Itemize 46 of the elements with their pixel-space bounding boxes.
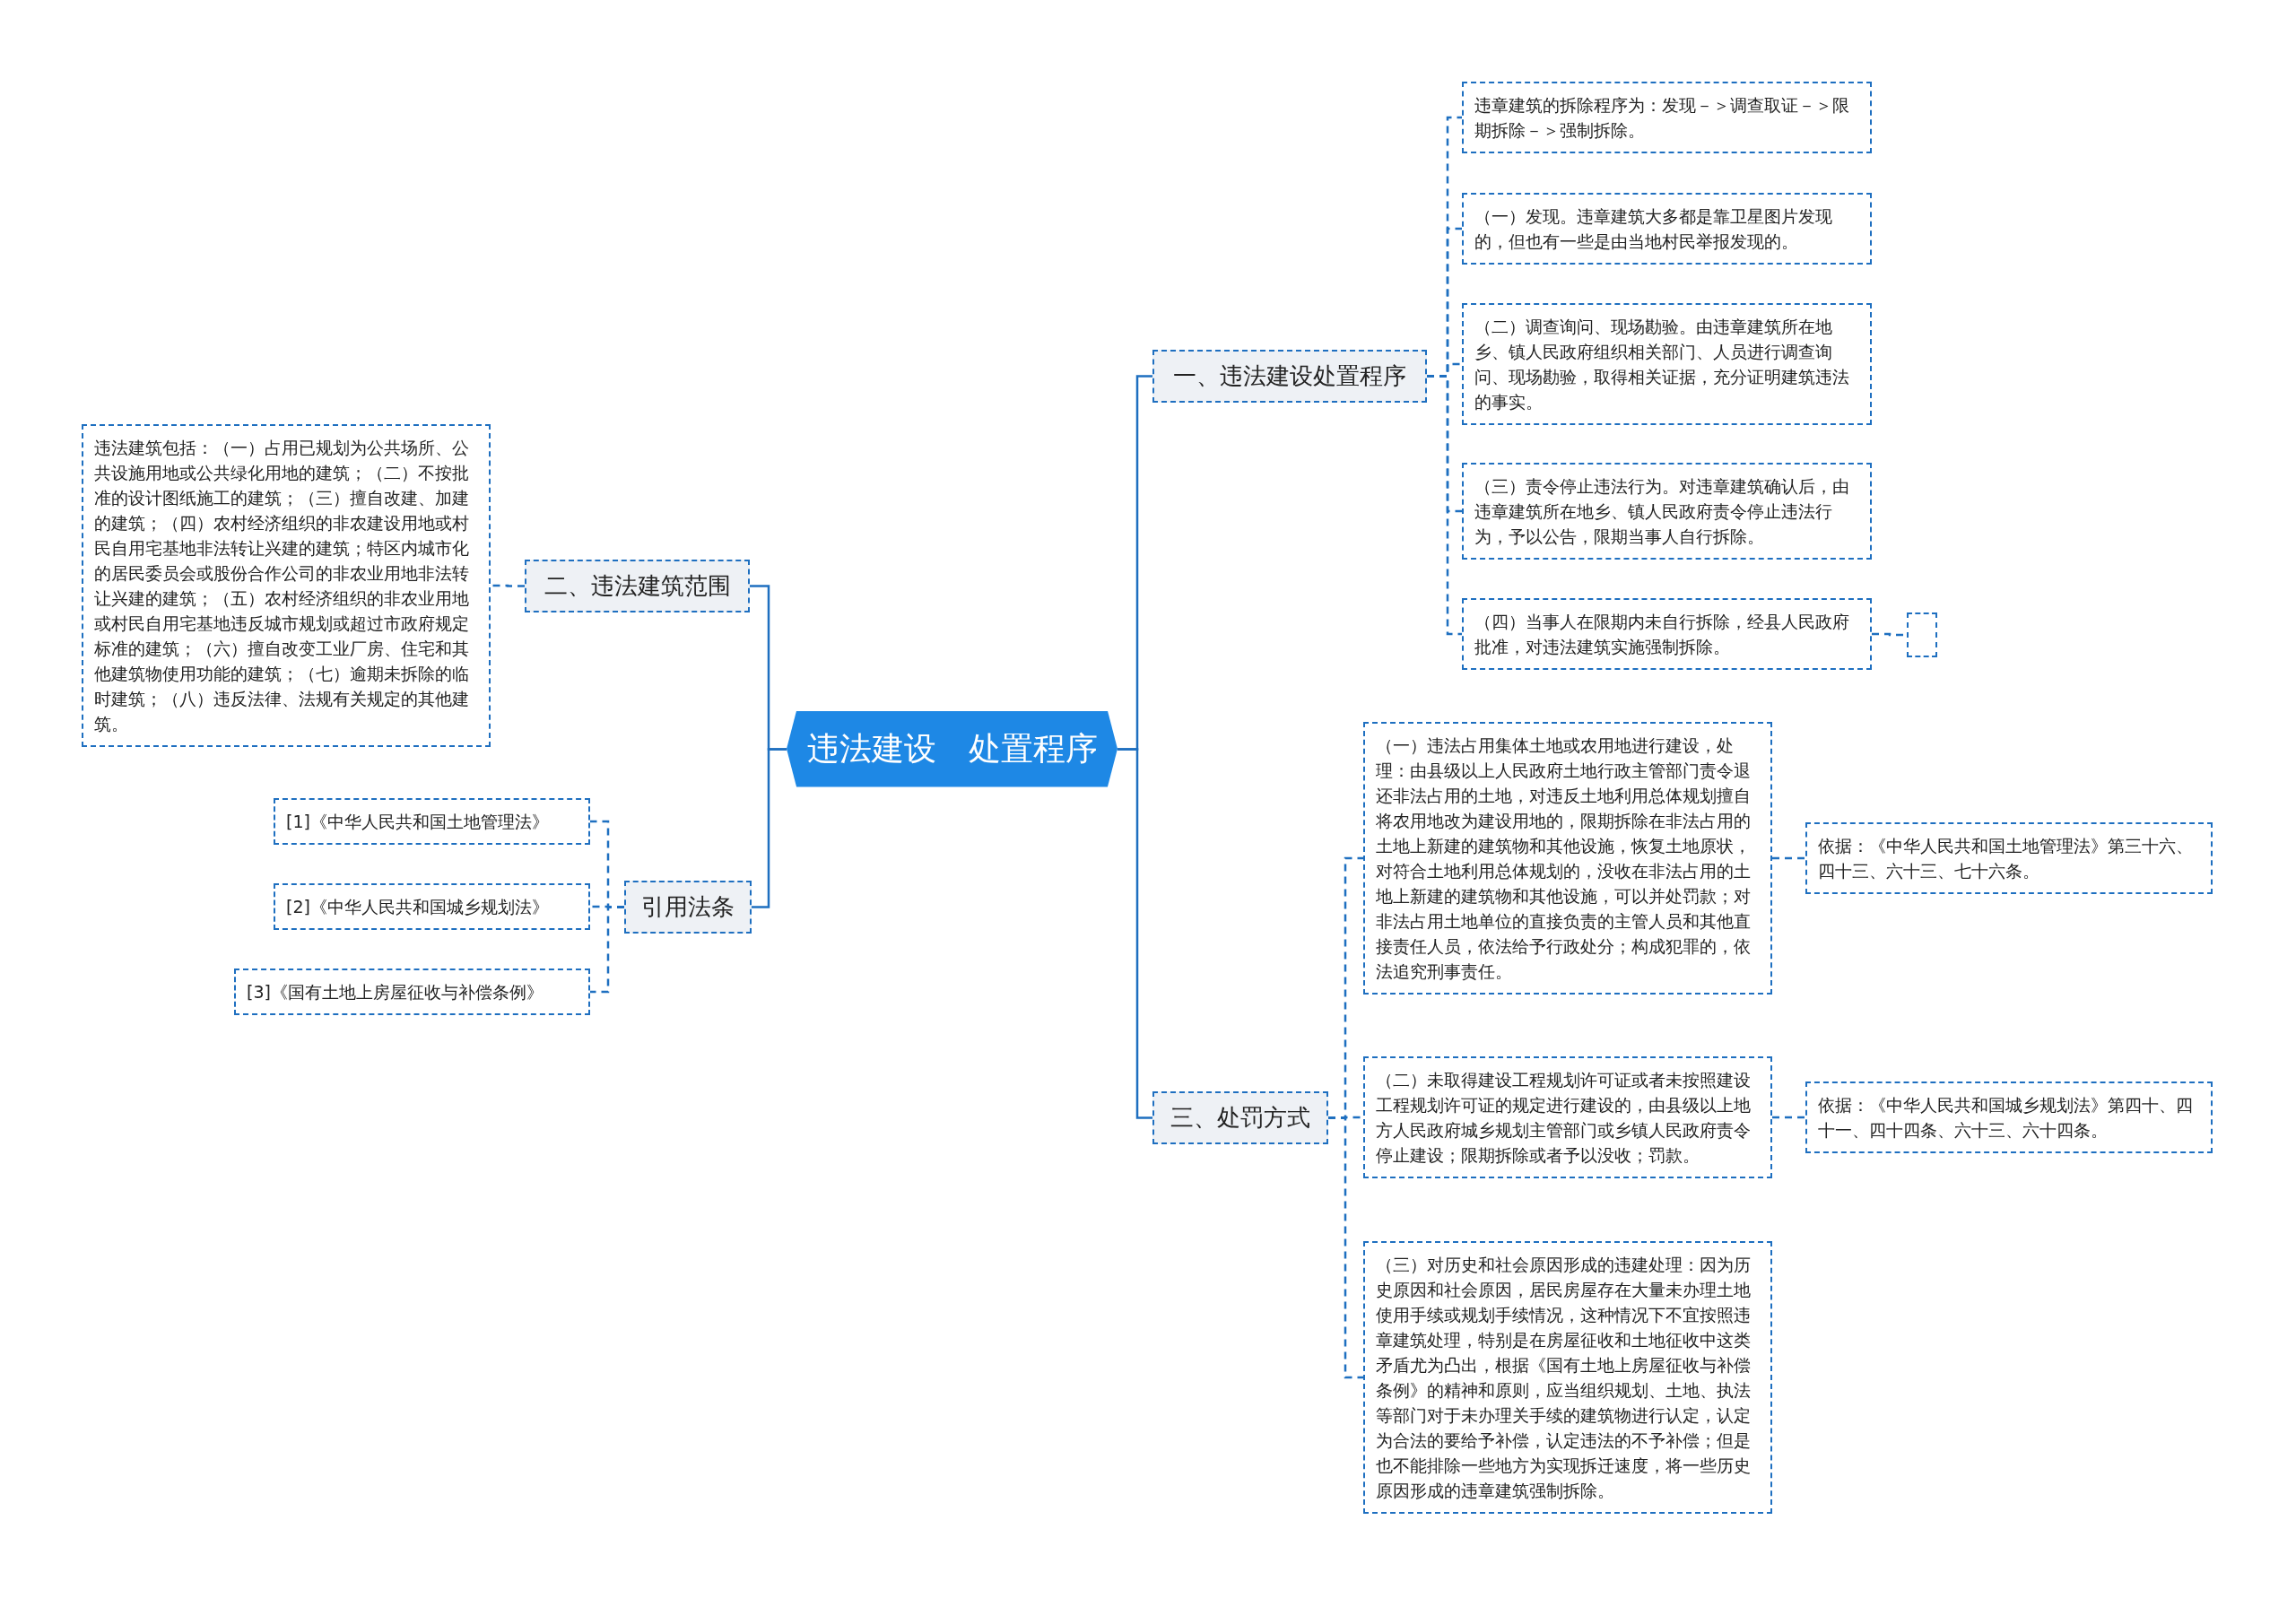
note-text: 依据：《中华人民共和国城乡规划法》第四十、四十一、四十四条、六十三、六十四条。 (1818, 1094, 2194, 1142)
note-text: 违章建筑的拆除程序为：发现－＞调查取证－＞限期拆除－＞强制拆除。 (1474, 94, 1850, 142)
branch-topic-text: 二、违法建筑范围 (543, 570, 732, 601)
connector-line (1772, 1116, 1805, 1119)
connector-line (590, 906, 624, 994)
note-text: [1]《中华人民共和国土地管理法》 (286, 811, 550, 833)
note-text: （一）发现。违章建筑大多都是靠卫星图片发现的，但也有一些是由当地村民举报发现的。 (1474, 205, 1833, 253)
branch-topic (1152, 1090, 1328, 1144)
note-box (1462, 463, 1872, 560)
note-text: 依据：《中华人民共和国土地管理法》第三十六、四十三、六十三、七十六条。 (1818, 835, 2194, 882)
branch-topic-text: 一、违法建设处置程序 (1172, 360, 1407, 391)
note-text: （一）违法占用集体土地或农用地进行建设，处理：由县级以上人民政府土地行政主管部门责令退还非法占用的土地，对违反土地利用总体规划擅自将农用地改为建设用地的，限期拆除在非法占用的土地上新建的建筑物和其他设施，恢复土地原状，对符合土地利用总体规划的，没收在非法占用的土地上新建的建筑物和其他设施，可以并处罚款；对非法占用土地单位的直接负责的主管人员和其他直接责任人员，依法给予行政处分；构成犯罪的，依法追究刑事责任。 (1376, 734, 1752, 983)
note-text: （三）责令停止违法行为。对违章建筑确认后，由违章建筑所在地乡、镇人民政府责令停止违法行为，予以公告，限期当事人自行拆除。 (1474, 475, 1850, 548)
connector-line (1118, 748, 1152, 1119)
branch-topic (525, 559, 750, 612)
note-text: （三）对历史和社会原因形成的违建处理：因为历史原因和社会原因，居民房屋存在大量未办理土地使用手续或规划手续情况，这种情况下不宜按照违章建筑处理，特别是在房屋征收和土地征收中这类矛盾尤为凸出，根据《国有土地上房屋征收与补偿条例》的精神和原则，应当组织规划、土地、执法等部门对于未办理关手续的建筑物进行认定，认定为合法的要给予补偿，认定违法的不予补偿；但是也不能排除一些地方为实现拆迁速度，将一些历史原因形成的违章建筑强制拆除。 (1376, 1254, 1752, 1502)
note-box (1363, 722, 1772, 995)
root-topic-text: 违法建设 处置程序 (806, 728, 1098, 769)
note-box (274, 883, 590, 930)
branch-topic (1152, 349, 1427, 403)
connector-line (1772, 856, 1805, 860)
note-text: [3]《国有土地上房屋征收与补偿条例》 (247, 981, 544, 1003)
empty-box (1907, 612, 1937, 657)
note-text: （二）未取得建设工程规划许可证或者未按照建设工程规划许可证的规定进行建设的，由县级以上地方人民政府城乡规划主管部门或乡镇人民政府责令停止建设；限期拆除或者予以没收；罚款。 (1376, 1069, 1752, 1167)
note-box (1363, 1241, 1772, 1514)
branch-topic (624, 880, 752, 934)
connector-line (752, 748, 787, 908)
connector-line (1328, 1116, 1363, 1379)
connector-line (1427, 375, 1462, 636)
connector-line (491, 584, 525, 587)
note-box (274, 798, 590, 845)
note-box (1462, 193, 1872, 265)
note-box (1805, 822, 2213, 894)
note-text: [2]《中华人民共和国城乡规划法》 (286, 896, 550, 918)
note-box (1462, 82, 1872, 153)
note-box (82, 424, 491, 747)
note-text: （四）当事人在限期内未自行拆除，经县人民政府批准，对违法建筑实施强制拆除。 (1474, 611, 1850, 658)
note-box (1363, 1056, 1772, 1178)
branch-topic-text: 引用法条 (640, 891, 735, 922)
note-box (1805, 1081, 2213, 1153)
note-box (1462, 598, 1872, 670)
note-text: 违法建筑包括：（一）占用已规划为公共场所、公共设施用地或公共绿化用地的建筑；（二）不按批准的设计图纸施工的建筑；（三）擅自改建、加建的建筑；（四）农村经济组织的非农建设用地或村民自用宅基地非法转让兴建的建筑；特区内城市化的居民委员会或股份合作公司的非农业用地非法转让兴建的建筑；（五）农村经济组织的非农业用地或村民自用宅基地违反城市规划或超过市政府规定标准的建筑；（六）擅自改变工业厂房、住宅和其他建筑物使用功能的建筑；（七）逾期未拆除的临时建筑；（八）违反法律、法规有关规定的其他建筑。 (94, 437, 470, 735)
note-box (1462, 303, 1872, 425)
branch-topic-text: 三、处罚方式 (1170, 1102, 1311, 1133)
note-box (234, 969, 590, 1015)
note-text: （二）调查询问、现场勘验。由违章建筑所在地乡、镇人民政府组织相关部门、人员进行调查询问、现场勘验，取得相关证据，充分证明建筑违法的事实。 (1474, 316, 1850, 413)
